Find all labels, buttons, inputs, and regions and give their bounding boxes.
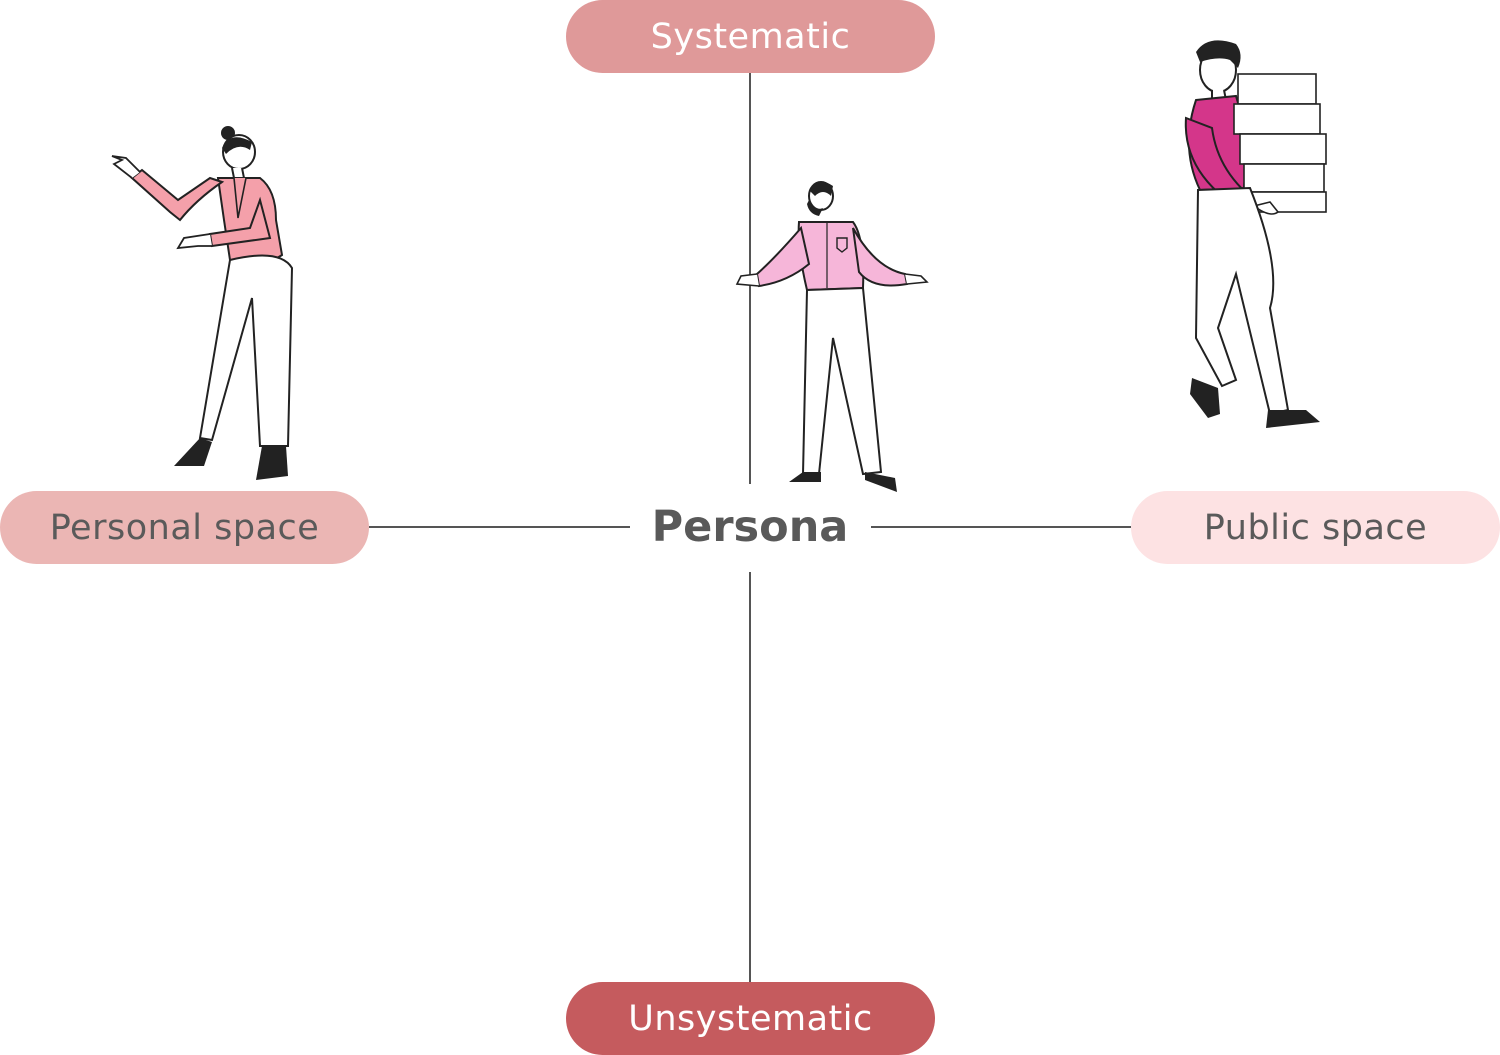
personal-space-pill: Personal space <box>0 491 369 564</box>
man-carrying-boxes-icon <box>1184 40 1327 428</box>
systematic-label: Systematic <box>650 16 851 57</box>
woman-gesturing-illustration <box>100 120 310 490</box>
horizontal-axis-left <box>369 526 630 528</box>
unsystematic-label: Unsystematic <box>628 998 873 1039</box>
horizontal-axis-right <box>871 526 1131 528</box>
woman-gesturing-icon <box>111 126 294 480</box>
vertical-axis-bottom <box>749 572 751 982</box>
persona-label: Persona <box>651 502 849 552</box>
systematic-pill: Systematic <box>566 0 935 73</box>
public-space-label: Public space <box>1203 507 1428 548</box>
public-space-pill: Public space <box>1131 491 1500 564</box>
man-shrugging-icon <box>735 181 929 492</box>
unsystematic-pill: Unsystematic <box>566 982 935 1055</box>
man-shrugging-illustration <box>735 178 930 493</box>
man-carrying-boxes-illustration <box>1178 38 1338 433</box>
personal-space-label: Personal space <box>49 507 320 548</box>
